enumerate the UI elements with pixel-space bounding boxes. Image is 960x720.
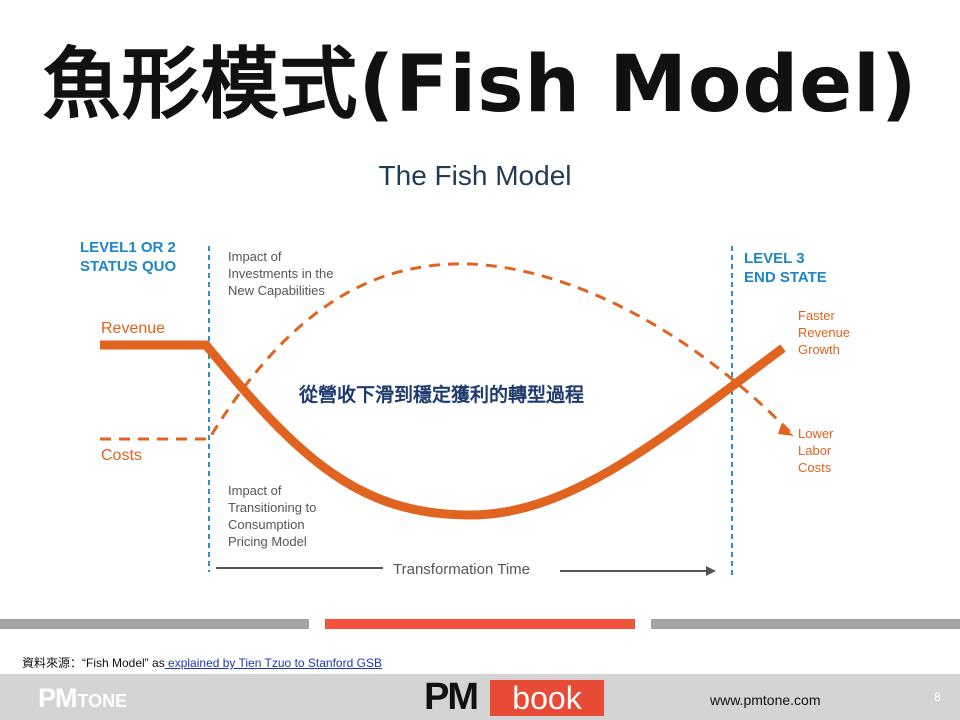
- divider-bar-left: [0, 619, 309, 629]
- faster-revenue-label: Faster Revenue Growth: [798, 308, 854, 357]
- source-citation: 資料來源：“Fish Model” as explained by Tien T…: [22, 654, 382, 671]
- revenue-label: Revenue: [101, 320, 165, 337]
- costs-label: Costs: [101, 447, 142, 464]
- transition-impact-label: Impact of Transitioning to Consumption P…: [228, 483, 320, 549]
- transition-annotation: 從營收下滑到穩定獲利的轉型過程: [298, 383, 584, 406]
- website-text: www.pmtone.com: [710, 692, 821, 708]
- source-link[interactable]: explained by Tien Tzuo to Stanford GSB: [164, 656, 382, 670]
- source-prefix: 資料來源：“Fish Model” as: [22, 656, 165, 670]
- time-axis-label: Transformation Time: [393, 561, 530, 578]
- divider-bar-center: [325, 619, 635, 629]
- figure-title: The Fish Model: [378, 160, 572, 191]
- pmtone-logo-main: PM: [38, 683, 77, 713]
- divider-bar-right: [651, 619, 960, 629]
- footer-bar: [0, 674, 960, 720]
- fish-model-diagram: LEVEL1 OR 2 STATUS QUO LEVEL 3 END STATE…: [80, 239, 854, 578]
- pmtone-logo-sub: TONE: [77, 691, 128, 711]
- figure-panel: [68, 140, 892, 610]
- revenue-curve: [100, 340, 786, 520]
- pmbook-logo-word: book: [490, 680, 604, 716]
- left-state-label: LEVEL1 OR 2 STATUS QUO: [80, 239, 180, 275]
- pmtone-logo: PMTONE: [38, 683, 127, 714]
- time-axis-arrowhead: [706, 566, 716, 576]
- right-state-label: LEVEL 3 END STATE: [744, 250, 827, 286]
- investment-impact-label: Impact of Investments in the New Capabil…: [228, 249, 337, 298]
- slide-title: 魚形模式(Fish Model): [42, 40, 918, 130]
- page-number: 8: [934, 690, 941, 704]
- costs-arrowhead: [778, 425, 794, 436]
- pmbook-logo-main: PM: [424, 676, 479, 718]
- costs-curve: [100, 262, 792, 441]
- lower-costs-label: Lower Labor Costs: [798, 426, 837, 475]
